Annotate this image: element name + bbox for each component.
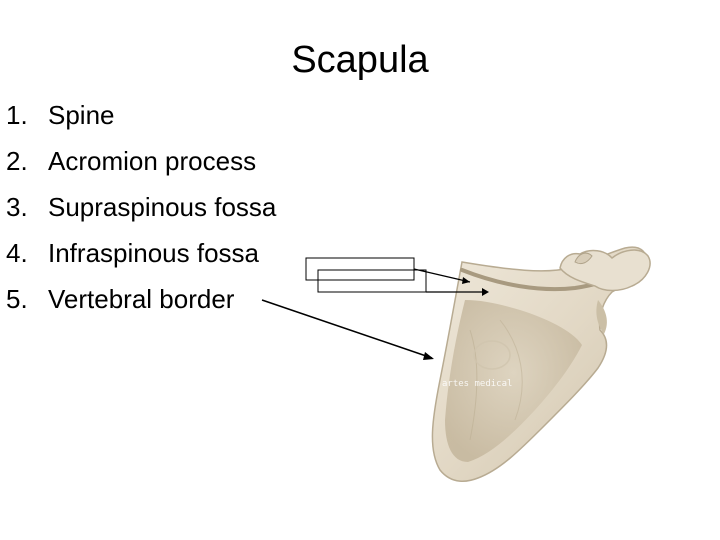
arrow-head-3 bbox=[423, 352, 434, 360]
bone-texture bbox=[499, 319, 523, 421]
arrow-head-1 bbox=[462, 277, 470, 284]
list-number: 5. bbox=[6, 284, 28, 314]
coracoid-process bbox=[574, 252, 593, 265]
arrow-head-2 bbox=[482, 288, 489, 296]
glenoid-region bbox=[596, 300, 607, 334]
bone-texture bbox=[469, 329, 478, 441]
bone-texture bbox=[473, 340, 511, 370]
list-label: Vertebral border bbox=[48, 284, 235, 314]
slide-title: Scapula bbox=[291, 39, 429, 81]
list-number: 2. bbox=[6, 146, 28, 176]
list-number: 4. bbox=[6, 238, 28, 268]
arrow-line-3 bbox=[261, 299, 433, 359]
label-box-2[interactable] bbox=[317, 269, 427, 293]
list-label: Supraspinous fossa bbox=[48, 192, 277, 222]
list-label: Spine bbox=[48, 100, 115, 130]
list-label: Acromion process bbox=[48, 146, 257, 176]
infraspinous-fossa bbox=[445, 300, 582, 462]
list-label: Infraspinous fossa bbox=[48, 238, 260, 268]
arrow-line-1 bbox=[413, 268, 471, 283]
watermark-text: artes medical bbox=[442, 379, 512, 389]
list-number: 3. bbox=[6, 192, 28, 222]
list-number: 1. bbox=[6, 100, 28, 130]
label-box-1[interactable] bbox=[305, 257, 415, 281]
